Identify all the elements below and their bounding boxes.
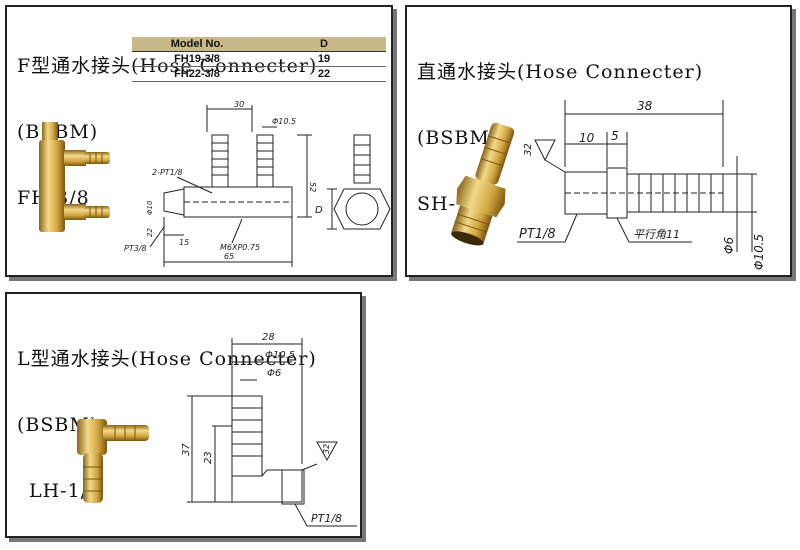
- sh-dim-10: 10: [579, 131, 595, 145]
- panel-f-connector: F型通水接头(Hose Connecter) (BSBM) FH-3/8 Mod…: [5, 5, 393, 277]
- sh-dim-pt: PT1/8: [519, 227, 556, 242]
- f-barb-left: [211, 134, 229, 188]
- d-cell: 22: [262, 66, 386, 82]
- panel-lh-title-line3: LH-1/8: [29, 480, 102, 502]
- lh-barb: [231, 395, 263, 477]
- table-row: FH19-3/8 19: [132, 51, 386, 67]
- f-end-view: [333, 134, 391, 230]
- model-header: Model No.: [132, 37, 262, 52]
- sh-connector-photo: [451, 122, 515, 246]
- panel-lh-title: L型通水接头(Hose Connecter) (BSBM) LH-1/8: [17, 304, 317, 536]
- model-cell: FH19-3/8: [132, 51, 262, 67]
- f-dim-pt38: PT3/8: [124, 244, 147, 253]
- d-header: D: [262, 37, 386, 52]
- f-connector-drawing: 30 Φ10.5 2-PT1/8 52 Φ10 22 15 PT3/8: [124, 100, 391, 267]
- f-dim-D: D: [315, 205, 323, 216]
- panel-sh-connector: 直通水接头(Hose Connecter) (BSBM) SH-1/8 3: [405, 5, 792, 277]
- lh-dim-d6: Φ6: [267, 368, 281, 379]
- sh-dim-5: 5: [611, 129, 619, 143]
- panel-sh-title-line2: (BSBM): [417, 127, 499, 149]
- lh-dim-d105: Φ10.5: [265, 350, 295, 361]
- f-dim-m6: M6XP0.75: [220, 243, 260, 252]
- table-row: FH22-3/8 22: [132, 66, 386, 82]
- f-dim-15: 15: [179, 238, 189, 247]
- f-barb-right: [256, 134, 274, 188]
- panel-lh-title-line1: L型通水接头(Hose Connecter): [17, 348, 317, 370]
- lh-dim-37: 37: [181, 443, 192, 456]
- lh-dim-28: 28: [262, 332, 275, 343]
- sh-dim-38: 38: [637, 99, 653, 113]
- lh-dim-32: 32: [322, 444, 331, 454]
- f-dim-22: 22: [146, 228, 154, 237]
- model-table: Model No. D FH19-3/8 19 FH22-3/8 22: [132, 37, 386, 82]
- sh-dim-32: 32: [523, 143, 534, 156]
- lh-dim-23: 23: [203, 451, 214, 464]
- panel-sh-title: 直通水接头(Hose Connecter) (BSBM) SH-1/8: [417, 17, 703, 259]
- f-dim-30: 30: [234, 100, 244, 109]
- sh-dim-flat: 平行角11: [633, 228, 680, 241]
- lh-connector-drawing: 28 Φ10.5 Φ6 37 23 32 PT1/8: [181, 332, 357, 527]
- panel-lh-connector: L型通水接头(Hose Connecter) (BSBM) LH-1/8 28: [5, 292, 362, 538]
- f-dim-65: 65: [224, 252, 234, 261]
- sh-connector-drawing: 38 10 5 32 Φ6 Φ10.5 PT1/8 平行角11: [517, 99, 766, 270]
- f-dim-d105: Φ10.5: [272, 117, 296, 126]
- f-dim-d10: Φ10: [146, 200, 154, 215]
- d-cell: 19: [262, 51, 386, 67]
- sh-dim-d6: Φ6: [722, 237, 736, 254]
- f-connector-photo: [39, 122, 110, 232]
- f-dim-52: 52: [308, 182, 317, 192]
- model-cell: FH22-3/8: [132, 66, 262, 82]
- model-table-header: Model No. D: [132, 37, 386, 52]
- lh-dim-pt: PT1/8: [311, 512, 342, 525]
- f-dim-pt18: 2-PT1/8: [152, 168, 183, 177]
- lh-connector-photo: [77, 419, 149, 503]
- sh-dim-d105: Φ10.5: [752, 234, 766, 270]
- panel-sh-title-line1: 直通水接头(Hose Connecter): [417, 61, 704, 83]
